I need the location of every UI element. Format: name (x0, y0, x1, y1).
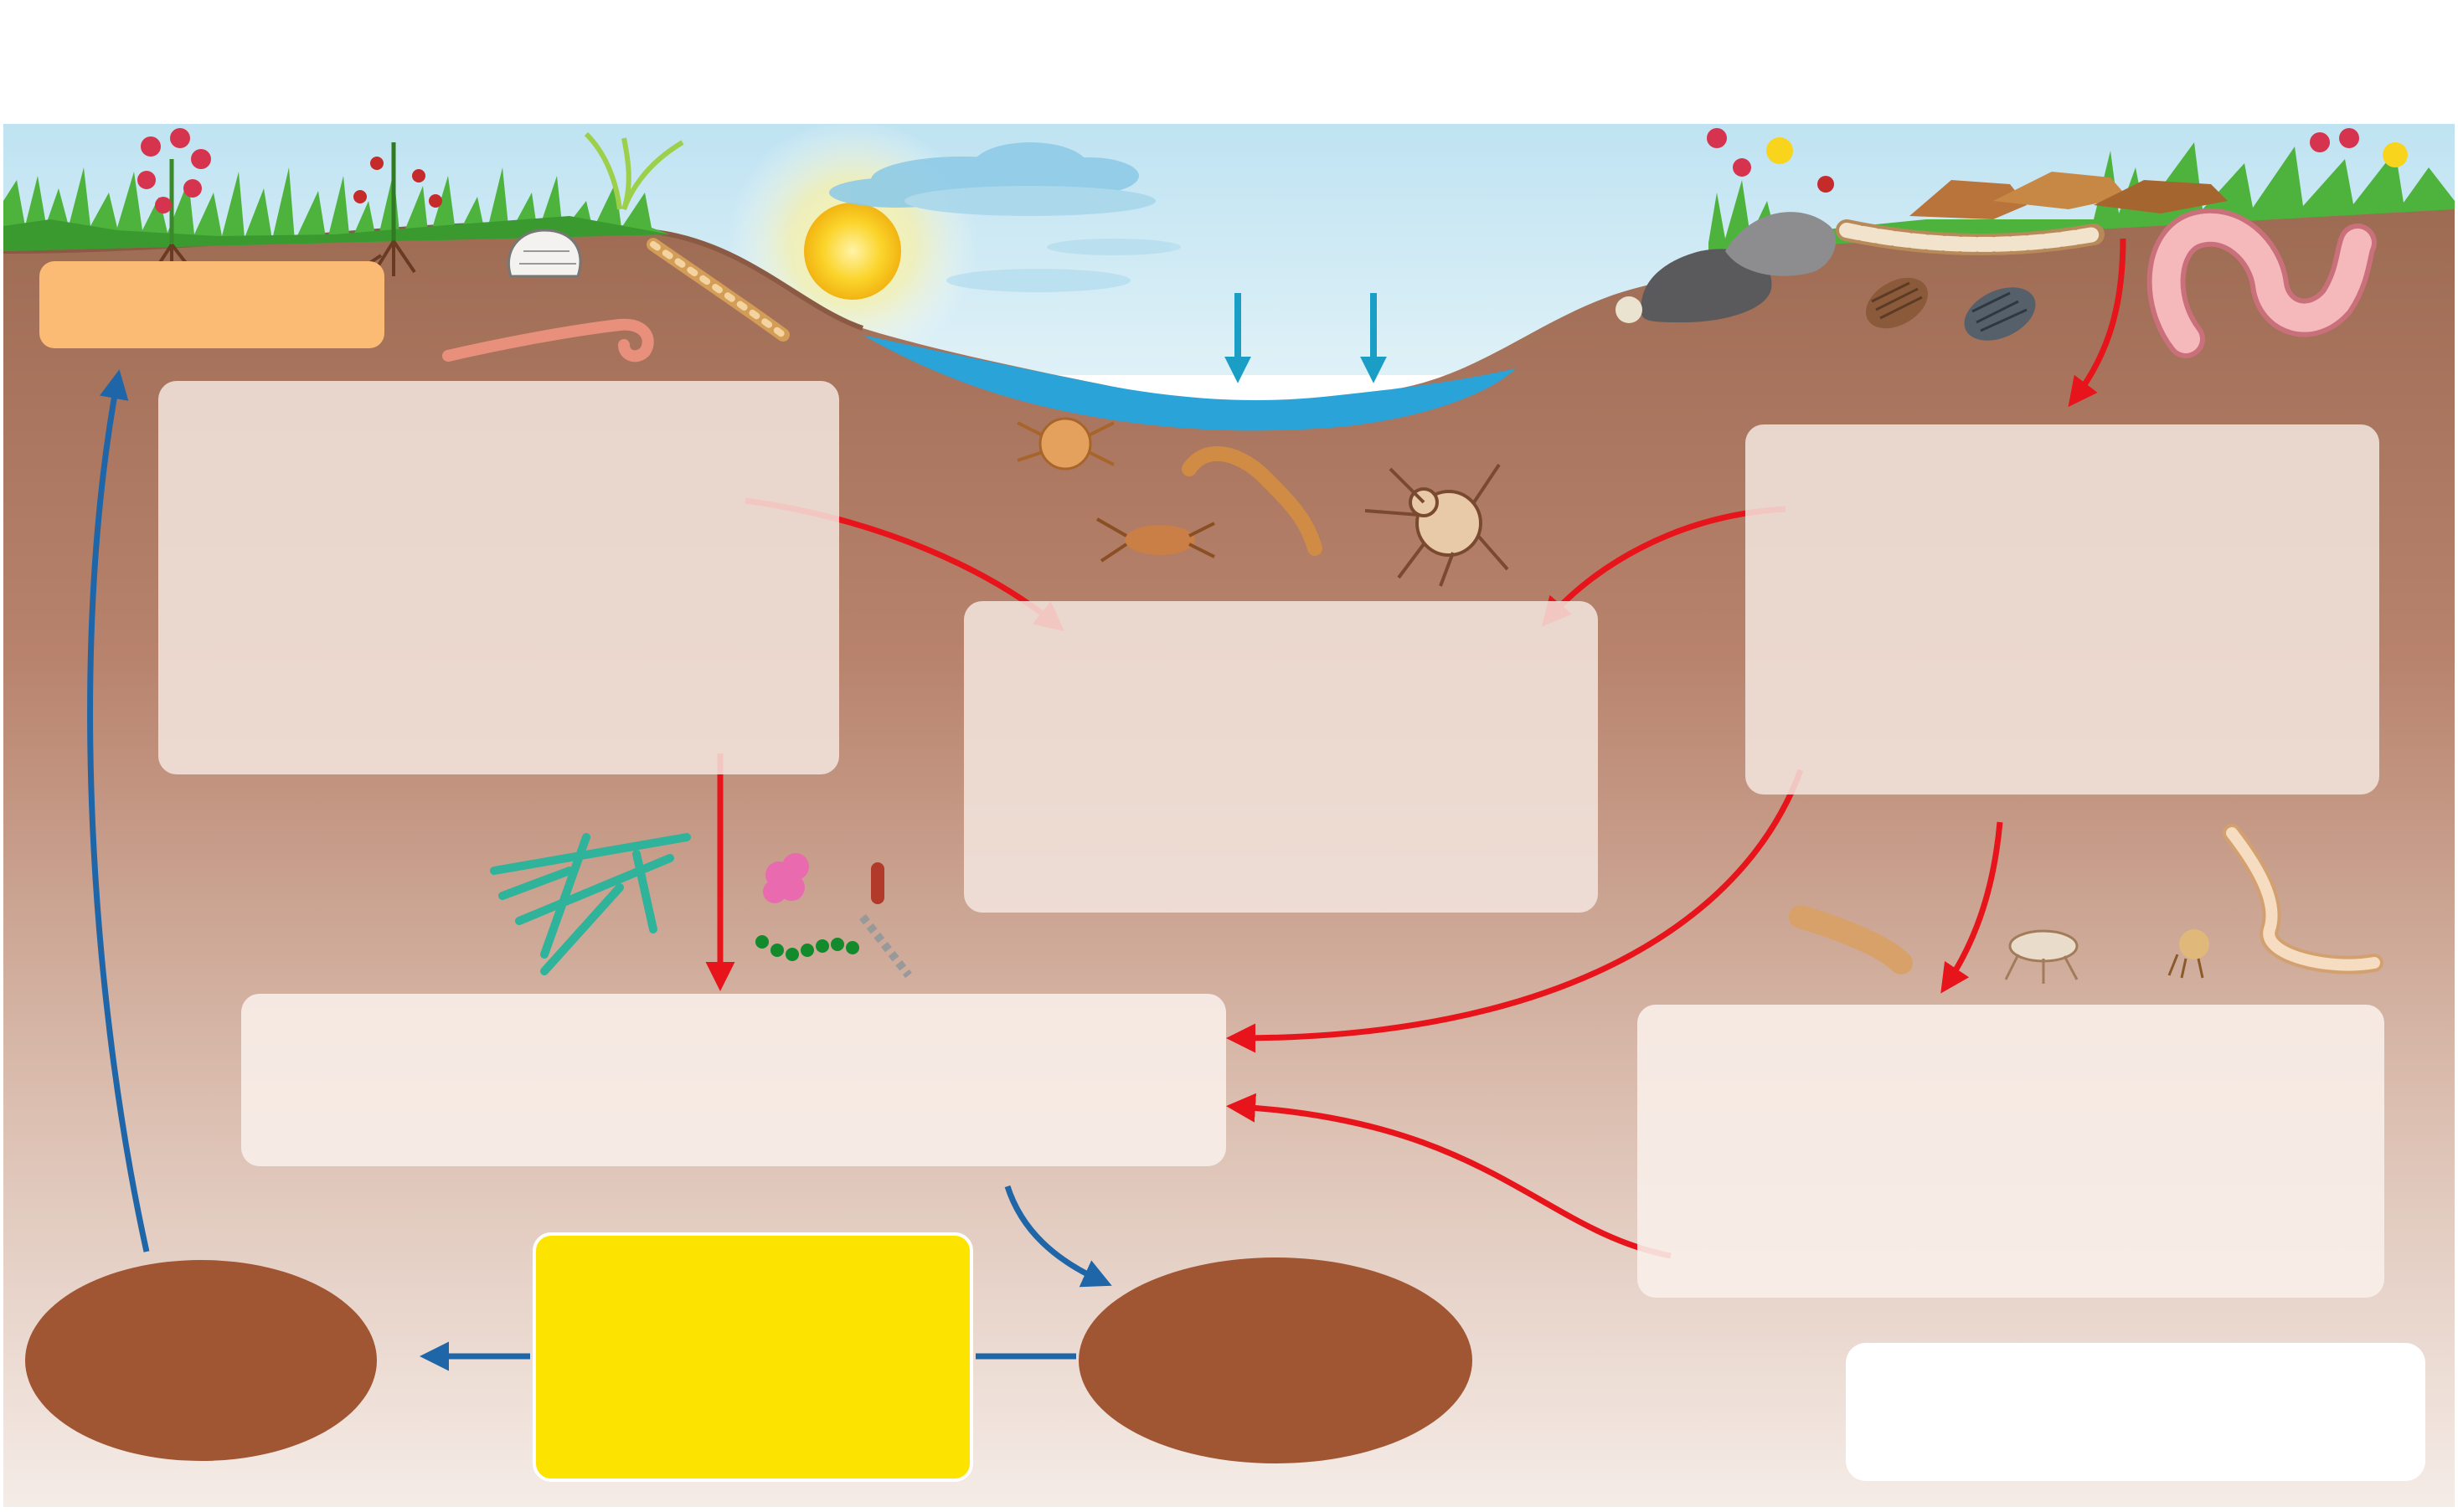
rock-icon (1615, 212, 1837, 323)
seedling-icon (584, 131, 684, 211)
spider-icon (1364, 463, 1509, 587)
cloud-icon (829, 142, 1156, 216)
small-fauna-box (1637, 1005, 2384, 1298)
wireworm-icon (647, 238, 790, 342)
right-oval (1079, 1257, 1472, 1463)
millipede-icon (1836, 219, 2105, 255)
grass-right (1708, 142, 2455, 251)
center-process-box (533, 1232, 973, 1482)
mite-icon (1017, 417, 1115, 471)
right-oval-label (1114, 1293, 1440, 1427)
blue-arrow-left-oval-to-plants (87, 369, 150, 1252)
plants-label-box (39, 261, 384, 348)
red-arrow-surface-to-right (2068, 238, 2126, 408)
left-group-box (158, 381, 839, 774)
water-puddle (863, 335, 1516, 431)
red-arrow-right-to-predators (1541, 506, 1786, 627)
springtail-icon (2004, 929, 2079, 984)
protozoa-icon (763, 853, 809, 903)
beetle-larva-icon (1789, 905, 1913, 975)
pseudoscorpion-icon (1096, 517, 1215, 563)
woodlouse-icon (1866, 277, 2036, 341)
leaf-litter (1909, 172, 2228, 219)
berry-plant-icon (353, 142, 442, 243)
grub-icon (507, 229, 582, 278)
cloud-wisp (946, 239, 1181, 292)
flower-plant-right-icon (1707, 128, 2408, 193)
red-arrow-small-fauna-to-microbes (1226, 1093, 1672, 1259)
flower-plant-icon (137, 128, 211, 243)
bacteria-rod-icon (859, 862, 912, 979)
centipede-icon (1182, 446, 1322, 556)
bacteria-chain-icon (755, 935, 859, 961)
left-oval (25, 1260, 377, 1461)
blue-arrow-microbes-to-right-oval (1004, 1185, 1112, 1288)
left-oval-label (50, 1293, 352, 1427)
tiny-mite-icon (2167, 929, 2209, 979)
fungi-hyphae-icon (490, 833, 691, 975)
legend-panel (1846, 1343, 2425, 1481)
predators-box (964, 601, 1598, 913)
nematode-icon (2223, 824, 2383, 975)
right-group-box (1745, 424, 2379, 795)
large-earthworm-icon (2146, 208, 2377, 358)
red-arrow-right-to-microbes (1226, 769, 1804, 1053)
red-arrow-right-to-small-fauna (1940, 821, 2003, 994)
microbes-box (241, 994, 1226, 1166)
earthworm-icon (442, 318, 654, 363)
